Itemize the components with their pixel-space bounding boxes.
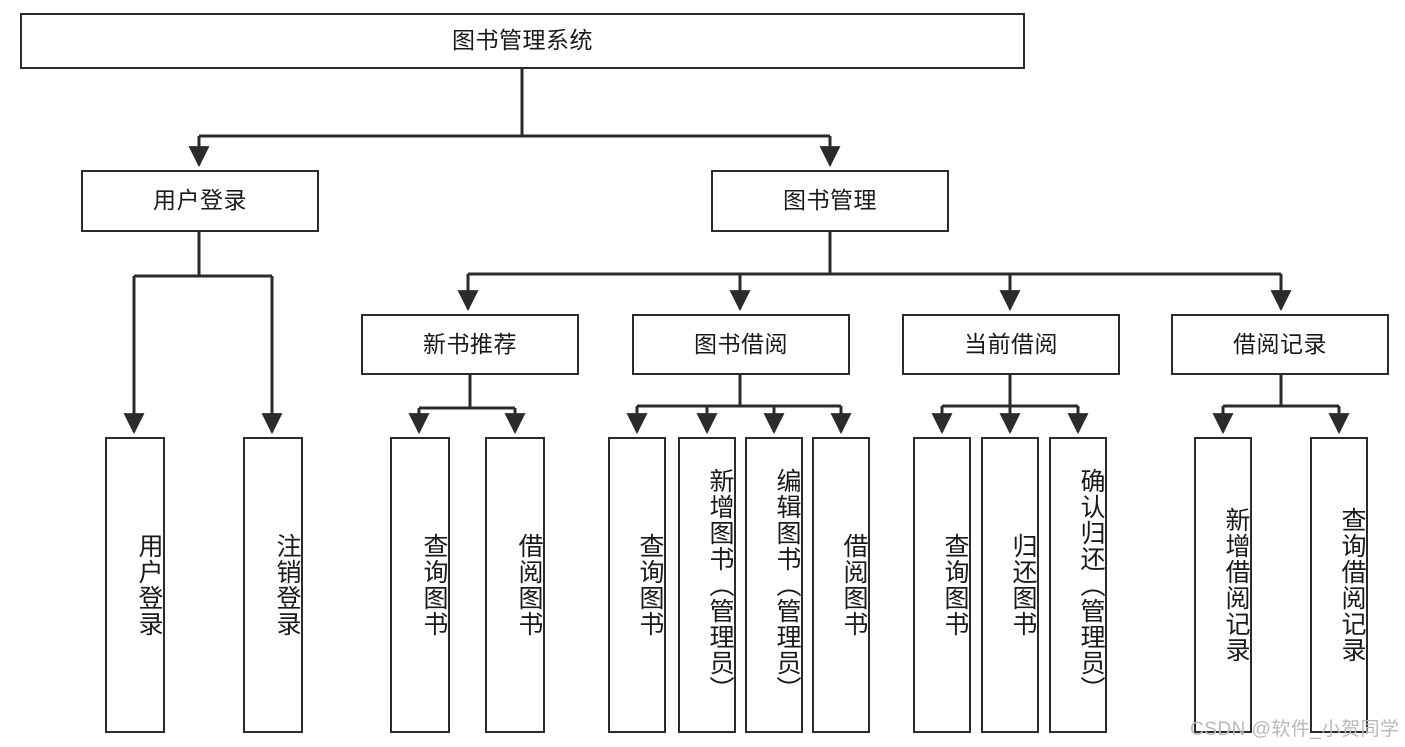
node-book-borrow[interactable]: 图书借阅 <box>632 314 850 375</box>
node-leaf-logout-label: 注销登录 <box>273 533 301 637</box>
node-leaf-query-book-2[interactable]: 查询图书 <box>608 437 666 733</box>
node-new-book-recommend-label: 新书推荐 <box>423 330 517 357</box>
node-root[interactable]: 图书管理系统 <box>20 13 1025 69</box>
node-leaf-query-record[interactable]: 查询借阅记录 <box>1310 437 1368 733</box>
node-leaf-query-record-label: 查询借阅记录 <box>1338 507 1366 663</box>
node-book-manage-label: 图书管理 <box>783 187 877 214</box>
node-leaf-add-record[interactable]: 新增借阅记录 <box>1194 437 1252 733</box>
node-leaf-user-login[interactable]: 用户登录 <box>105 437 165 733</box>
node-leaf-add-book[interactable]: 新增图书（管理员） <box>678 437 736 733</box>
node-leaf-borrow-book-1-label: 借阅图书 <box>515 533 543 637</box>
node-new-book-recommend[interactable]: 新书推荐 <box>361 314 579 375</box>
node-leaf-query-book-1[interactable]: 查询图书 <box>390 437 450 733</box>
node-borrow-record[interactable]: 借阅记录 <box>1171 314 1389 375</box>
node-leaf-borrow-book-1[interactable]: 借阅图书 <box>485 437 545 733</box>
node-book-manage[interactable]: 图书管理 <box>711 170 949 232</box>
node-leaf-confirm-return-label: 确认归还（管理员） <box>1077 468 1105 702</box>
node-leaf-add-book-label: 新增图书（管理员） <box>706 468 734 702</box>
node-current-borrow-label: 当前借阅 <box>964 330 1058 357</box>
node-user-login-label: 用户登录 <box>153 187 247 214</box>
node-leaf-confirm-return[interactable]: 确认归还（管理员） <box>1049 437 1107 733</box>
node-leaf-query-book-3[interactable]: 查询图书 <box>913 437 971 733</box>
node-leaf-add-record-label: 新增借阅记录 <box>1222 507 1250 663</box>
node-leaf-logout[interactable]: 注销登录 <box>243 437 303 733</box>
node-leaf-query-book-1-label: 查询图书 <box>420 533 448 637</box>
node-user-login[interactable]: 用户登录 <box>81 170 319 232</box>
node-book-borrow-label: 图书借阅 <box>694 330 788 357</box>
node-leaf-query-book-3-label: 查询图书 <box>941 533 969 637</box>
node-leaf-borrow-book-2-label: 借阅图书 <box>840 533 868 637</box>
node-root-label: 图书管理系统 <box>452 27 593 54</box>
node-current-borrow[interactable]: 当前借阅 <box>902 314 1120 375</box>
node-leaf-user-login-label: 用户登录 <box>135 533 163 637</box>
node-leaf-edit-book[interactable]: 编辑图书（管理员） <box>745 437 803 733</box>
node-leaf-edit-book-label: 编辑图书（管理员） <box>773 468 801 702</box>
node-leaf-borrow-book-2[interactable]: 借阅图书 <box>812 437 870 733</box>
node-leaf-query-book-2-label: 查询图书 <box>636 533 664 637</box>
node-borrow-record-label: 借阅记录 <box>1233 330 1327 357</box>
node-leaf-return-book-label: 归还图书 <box>1009 533 1037 637</box>
node-leaf-return-book[interactable]: 归还图书 <box>981 437 1039 733</box>
